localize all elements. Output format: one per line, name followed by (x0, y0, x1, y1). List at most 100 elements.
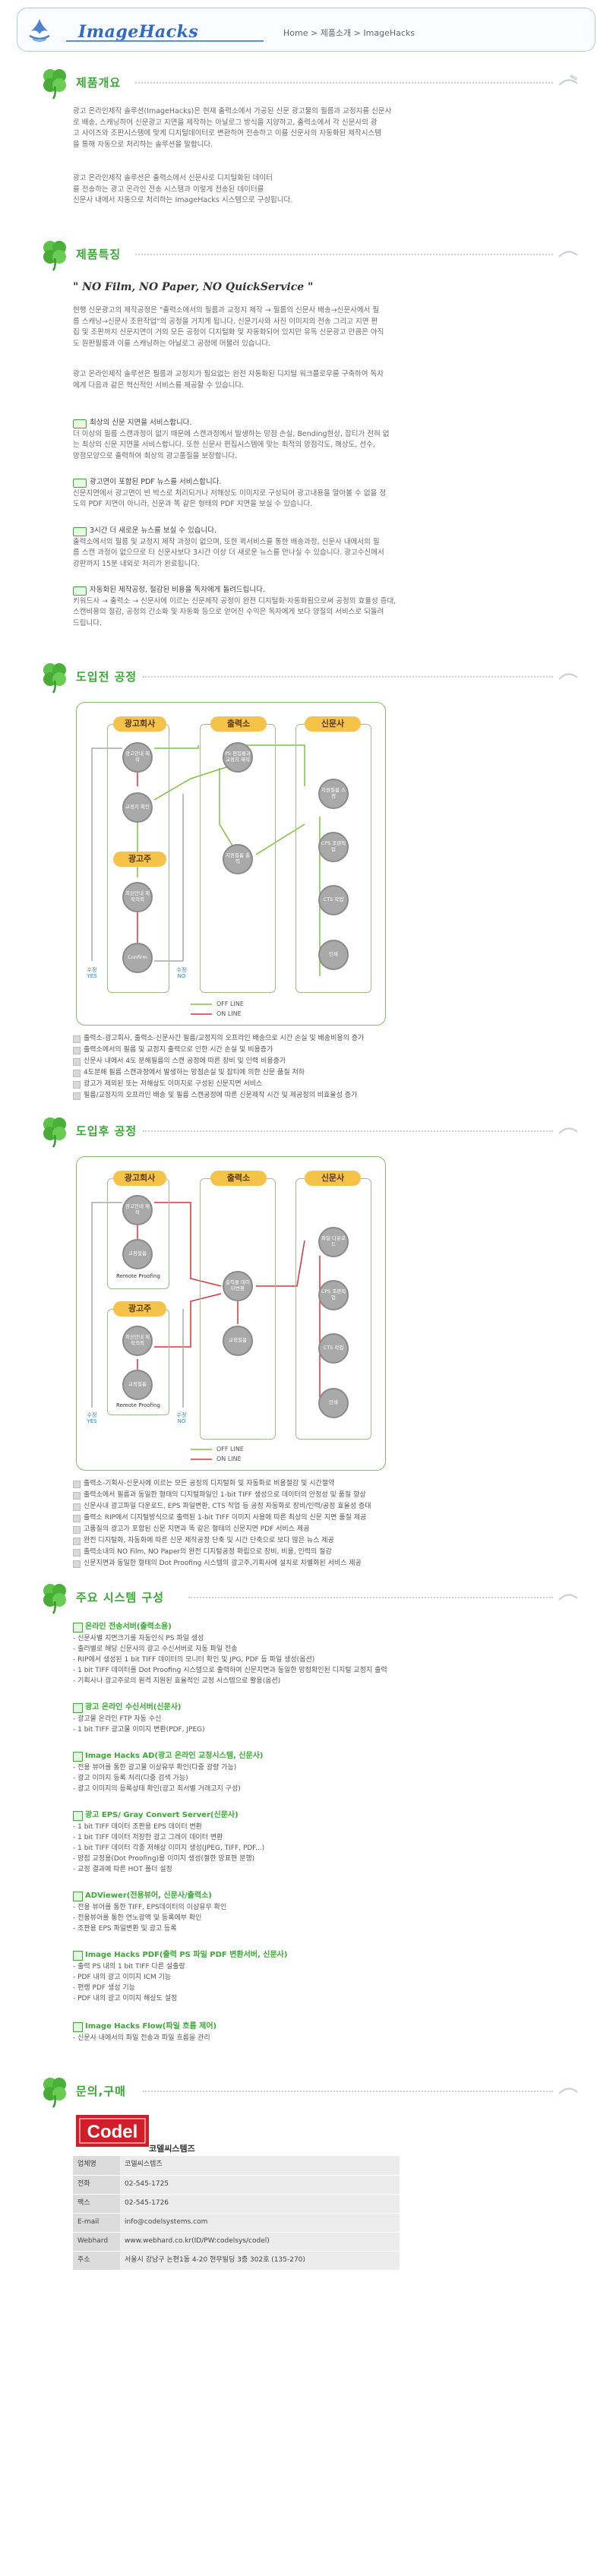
list-item: 출력소 RIP에서 디지털방식으로 출력된 1-bit TIFF 이미지 사용에… (73, 1512, 574, 1524)
text-line: 집 및 조판까지 신문지면이 거의 모든 공정이 디지털화 및 자동화되어 있지… (73, 328, 384, 337)
text-line: 로 배송, 스캐닝하여 신문광고 지면을 제작하는 아날로그 방식을 지양하고,… (73, 118, 378, 127)
node-advertiser-1: 최신안내 제작의뢰 (122, 1326, 153, 1356)
system-item: - 광고 이미지 등록 처리(다중 검색 가능) (73, 1774, 188, 1782)
node-paper-4: 인쇄 (318, 940, 349, 970)
text-line: 름 스캔 과정이 없으므로 타 신문사보다 3시간 이상 더 새로운 뉴스를 만… (73, 548, 384, 558)
list-item: 출력소에서의 필름 및 교정지 출력으로 인한 시간 손실 및 비용증가 (73, 1045, 574, 1056)
list-item: 4도분해 필름 스캔과정에서 발생하는 망점손실 및 잡티에 의한 신문 품질 … (73, 1067, 574, 1079)
feature-item: 자동화된 제작공정, 절감된 비용을 독자에게 돌려드립니다. 키워드사 → 출… (73, 585, 567, 630)
existing-process-diagram: 광고회사 출력소 신문사 광고주 광고안내 제작 교정지 확인 최신안내 제작의… (76, 702, 386, 1026)
text-line: 키워드사 → 출력소 → 신문사에 이르는 신문제작 공정이 완전 디지털화·자… (73, 596, 397, 605)
email-link[interactable]: info@codelsystems.com (120, 2213, 400, 2233)
node-paper-1: 지원필름 스캔 (318, 779, 349, 809)
system-title: Image Hacks Flow(파일 흐름 제어) (73, 2021, 574, 2033)
column-label-agency: 광고회사 (113, 1171, 166, 1186)
node-advertiser-1: 최신안내 제작의뢰 (122, 882, 153, 912)
section-existing-process-header: 도입전 공정 (36, 658, 583, 696)
feature-title: 자동화된 제작공정, 절감된 비용을 독자에게 돌려드립니다. (73, 585, 567, 596)
legend-online: ON LINE (216, 1456, 242, 1462)
side-label-yes: 수정 YES (87, 967, 97, 980)
section-title-features: 제품특징 (76, 248, 122, 261)
node-text: 교정필름 (128, 1381, 147, 1388)
node-paper-1: 파일 다운로드 (318, 1227, 349, 1257)
text-line: 는 최상의 신문 지면을 서비스합니다. 또한 신문사 편집시스템에 맞는 최적… (73, 441, 375, 450)
table-row: 업체명 코델씨스템즈 (73, 2156, 400, 2176)
table-key: 업체명 (73, 2156, 120, 2176)
system-item: - PDF 내의 광고 이미지 해상도 설정 (73, 1994, 178, 2002)
section-contact-header: 문의,구매 (36, 2072, 583, 2110)
pencil-icon (558, 251, 578, 258)
text-line: 에게 다음과 같은 혁신적인 서비스를 제공할 수 있습니다. (73, 381, 245, 390)
table-row: 주소 서울시 강남구 논현1동 4-20 현무빌딩 3층 302호 (135-2… (73, 2251, 400, 2271)
list-item: 신문사 내에서 4도 분해필름의 스캔 공정에 따른 장비 및 인력 비용증가 (73, 1056, 574, 1067)
company-name: 코델씨스템즈 (149, 2144, 195, 2154)
list-item: 신문사내 광고파일 다운로드, EPS 파일변환, CTS 작업 등 공정 자동… (73, 1501, 574, 1512)
node-text: 인쇄 (329, 951, 338, 958)
node-paper-2: CPS 조판작업 (318, 832, 349, 862)
node-paper-2: CPS 조판작업 (318, 1280, 349, 1310)
section-new-process-header: 도입후 공정 (36, 1112, 583, 1150)
node-text: 지원필름 출력 (226, 852, 250, 864)
table-row: Webhard www.webhard.co.kr(ID/PW:codelsys… (73, 2232, 400, 2252)
node-paper-4: 인쇄 (318, 1388, 349, 1418)
node-text: CTS 작업 (323, 896, 344, 903)
legend-lines (191, 1449, 212, 1460)
legend-lines (191, 1004, 212, 1015)
feature-title: 광고면이 포함된 PDF 뉴스를 서비스합니다. (73, 477, 567, 488)
system-block: ADViewer(전용뷰어, 신문사/출력소) - 전용 뷰어를 통한 TIFF… (73, 1890, 574, 1934)
section-title-contact: 문의,구매 (76, 2085, 126, 2098)
system-item: - 편랭 PDF 생성 기능 (73, 1983, 135, 1992)
section-overview-header: 제품개요 (36, 64, 583, 102)
node-advertiser-2: Confirm (122, 943, 153, 973)
features-slogan: " NO Film, NO Paper, NO QuickService " (73, 281, 314, 293)
node-text: PS 편집물과 교정지 제작 (224, 751, 251, 763)
section-main-system-header: 주요 시스템 구성 (36, 1579, 583, 1617)
clover-icon (43, 2078, 66, 2108)
webhard-link[interactable]: www.webhard.co.kr(ID/PW:codelsys/codel) (120, 2232, 400, 2252)
feature-item: 최상의 신문 지면을 서비스합니다. 더 이상의 필름 스캔과정이 없기 때문에… (73, 418, 567, 463)
text-line: 신문사 내에서 자동으로 처리하는 ImageHacks 시스템으로 구성됩니다… (73, 196, 293, 205)
system-item: - RIP에서 생성된 1 bit TIFF 데이터의 모니터 확인 및 JPG… (73, 1655, 315, 1664)
overview-paragraph-2: 광고 온라인제작 솔루션은 출력소에서 신문사로 디지털화된 데이터 를 전송하… (73, 173, 567, 207)
feature-title: 최상의 신문 지면을 서비스합니다. (73, 418, 567, 429)
table-row: E-mail info@codelsystems.com (73, 2213, 400, 2233)
feature-body: 출력소에서의 필름 및 교정지 제작 과정이 없으며, 또한 퀵서비스를 통한 … (73, 537, 567, 571)
section-title-overview: 제품개요 (76, 76, 122, 90)
table-key: Webhard (73, 2232, 120, 2252)
column-label-paper: 신문사 (305, 716, 361, 732)
section-divider (143, 1130, 553, 1132)
pencil-icon (558, 2088, 578, 2094)
clover-icon (43, 663, 66, 694)
column-label-agency: 광고회사 (113, 716, 166, 732)
node-text: 파일 다운로드 (321, 1235, 346, 1247)
legend-online: ON LINE (216, 1010, 242, 1017)
node-output-1: PS 편집물과 교정지 제작 (223, 742, 253, 773)
feature-body: 신문지면에서 광고면이 빈 박스로 처리되거나 저해상도 이미지로 구성되어 광… (73, 488, 567, 510)
node-text: 교정필름 (128, 1250, 147, 1257)
section-divider (143, 676, 553, 678)
column-label-advertiser: 광고주 (113, 1301, 166, 1316)
system-item: - 신문사 내에서의 파일 전송과 파일 흐름을 관리 (73, 2034, 210, 2042)
section-title-existing-process: 도입전 공정 (76, 670, 137, 684)
text-line: 광고 온라인제작 솔루션은 필름과 교정지가 필요없는 완전 자동화된 디지털 … (73, 370, 384, 378)
list-item: 출력소에서 필름과 동일한 형태의 디지털파일인 1-bit TIFF 생성으로… (73, 1490, 574, 1501)
legend-offline: OFF LINE (216, 1000, 244, 1007)
node-text: Confirm (128, 954, 147, 961)
system-item: - 기획사나 광고주로의 원격 지원된 효율적인 교정 시스템으로 활용(옵션) (73, 1677, 281, 1685)
table-row: 전화 02-545-1725 (73, 2175, 400, 2195)
list-item: 출력소-기획사-신문사에 이르는 모든 공정의 디지털화 및 자동화로 비용절감… (73, 1478, 574, 1490)
remote-proofing-label: Remote Proofing (116, 1273, 160, 1279)
node-output-1: 출력물 데이터변환 (223, 1271, 253, 1301)
text-line: 스캔비용의 절감, 공정의 간소화 및 자동화 등으로 얻어진 수익은 독자에게… (73, 608, 384, 617)
table-value: 코델씨스템즈 (120, 2156, 400, 2176)
table-key: 팩스 (73, 2194, 120, 2214)
overview-paragraph-1: 광고 온라인제작 솔루션(ImageHacks)은 현재 출력소에서 가공된 신… (73, 106, 567, 151)
pencil-icon (558, 1594, 578, 1601)
section-title-main-system: 주요 시스템 구성 (76, 1591, 165, 1604)
breadcrumb: Home > 제품소개 > ImageHacks (283, 28, 415, 38)
features-intro-2: 광고 온라인제작 솔루션은 필름과 교정지가 필요없는 완전 자동화된 디지털 … (73, 369, 567, 391)
new-process-bullets: 출력소-기획사-신문사에 이르는 모든 공정의 디지털화 및 자동화로 비용절감… (73, 1478, 574, 1569)
text-line: 고 사이즈와 조판시스템에 맞게 디지털데이터로 변환하여 전송하고 이를 신문… (73, 129, 382, 138)
system-item: - PDF 내의 광고 이미지 ICM 기능 (73, 1973, 172, 1981)
system-title: ADViewer(전용뷰어, 신문사/출력소) (73, 1890, 574, 1902)
